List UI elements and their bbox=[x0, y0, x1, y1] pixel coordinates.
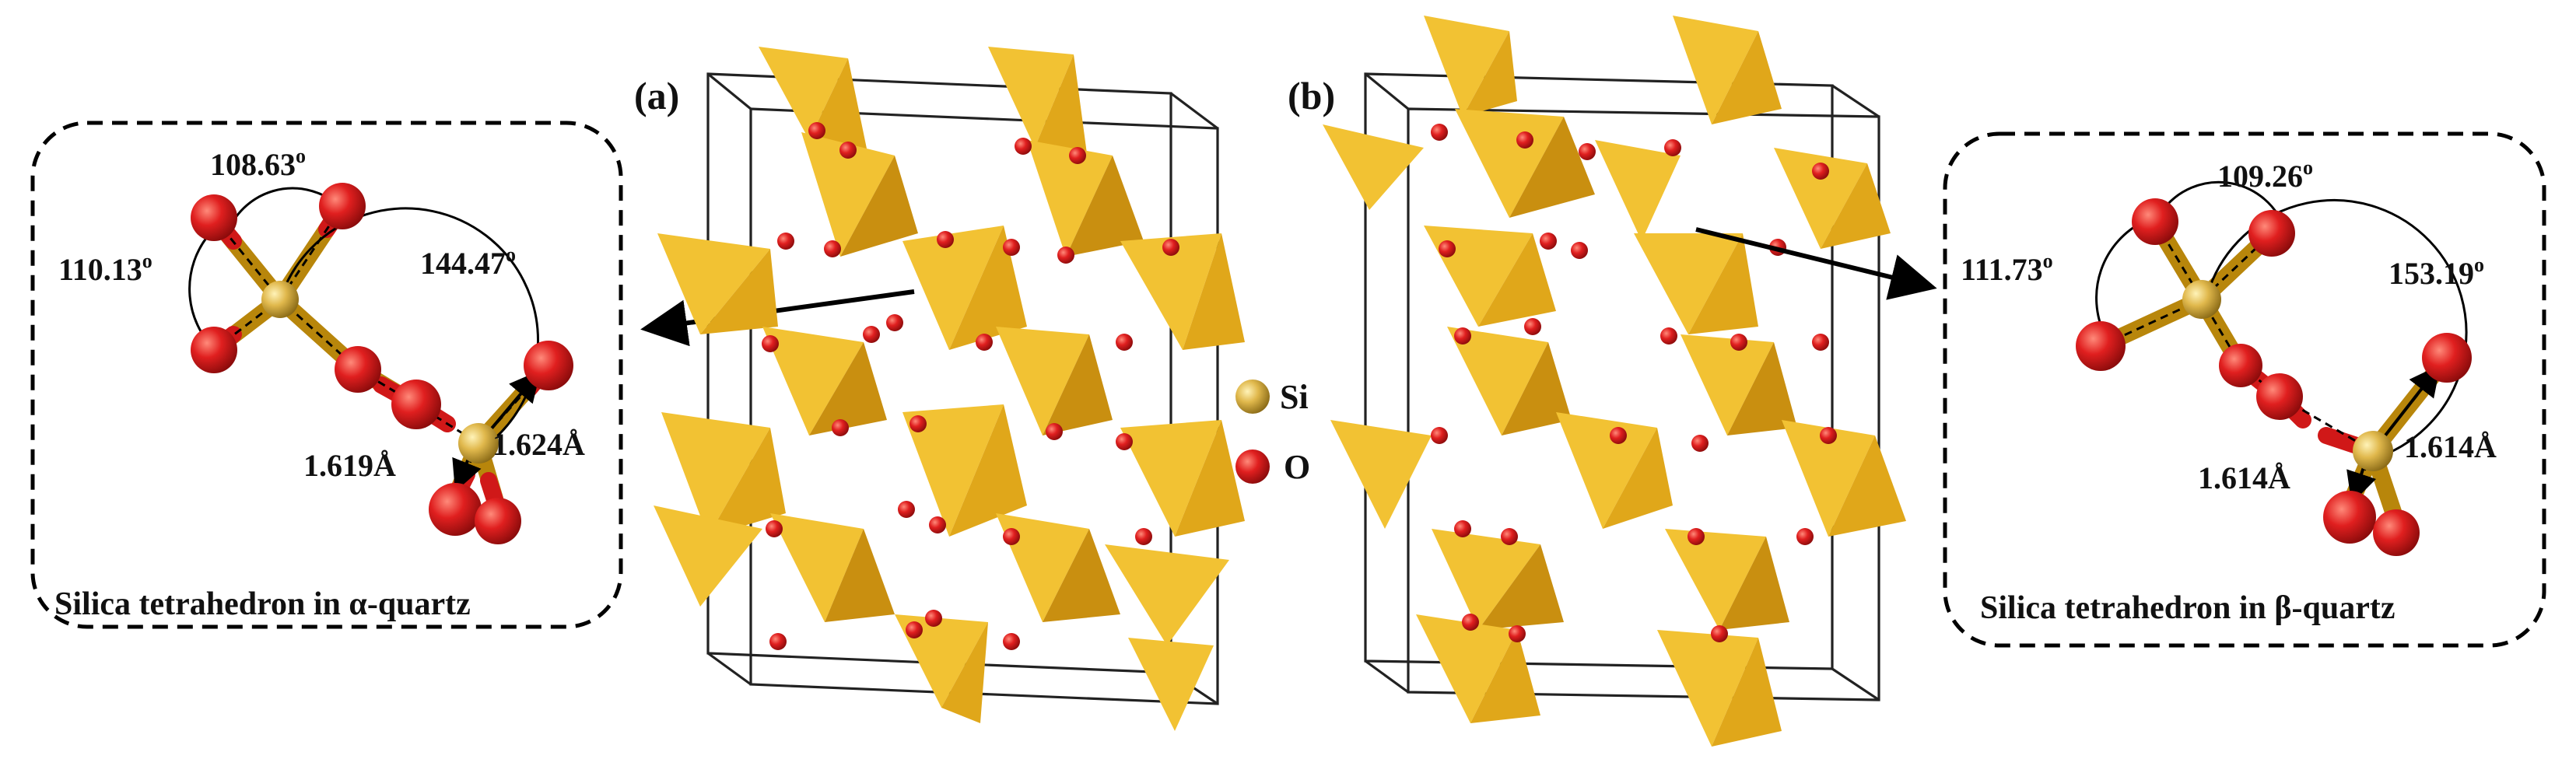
bond-beta-1: 1.614Å bbox=[2198, 460, 2290, 495]
panel-tag-a: (a) bbox=[634, 74, 679, 117]
bond-alpha-1: 1.619Å bbox=[303, 448, 396, 483]
angle-alpha-3: 144.47o bbox=[420, 243, 516, 281]
crystal-beta bbox=[1323, 16, 1906, 747]
caption-alpha: Silica tetrahedron in α-quartz bbox=[54, 586, 471, 622]
angle-beta-1: 109.26o bbox=[2217, 156, 2313, 194]
legend-si-label: Si bbox=[1280, 378, 1309, 416]
legend: Si O bbox=[1235, 378, 1310, 486]
angle-alpha-2: 110.13o bbox=[58, 250, 152, 287]
legend-o-marker bbox=[1235, 449, 1270, 484]
angle-alpha-1: 108.63o bbox=[210, 145, 306, 182]
inset-alpha: 108.63o 110.13o 144.47o 1.619Å 1.624Å Si… bbox=[30, 121, 623, 629]
inset-beta: 109.26o 111.73o 153.19o 1.614Å 1.614Å Si… bbox=[1943, 131, 2546, 648]
bond-alpha-2: 1.624Å bbox=[492, 427, 585, 462]
crystal-alpha bbox=[654, 47, 1245, 731]
angle-beta-2: 111.73o bbox=[1961, 250, 2053, 287]
arrow-beta bbox=[1695, 227, 1937, 300]
legend-o-label: O bbox=[1284, 448, 1310, 486]
bond-beta-2: 1.614Å bbox=[2404, 429, 2497, 464]
arrow-alpha bbox=[640, 289, 915, 347]
legend-si-marker bbox=[1235, 380, 1270, 414]
panel-tag-b: (b) bbox=[1288, 74, 1335, 117]
inset-alpha-frame bbox=[30, 121, 623, 629]
inset-beta-frame bbox=[1943, 131, 2546, 648]
caption-beta: Silica tetrahedron in β-quartz bbox=[1980, 590, 2396, 626]
angle-beta-3: 153.19o bbox=[2388, 254, 2484, 291]
